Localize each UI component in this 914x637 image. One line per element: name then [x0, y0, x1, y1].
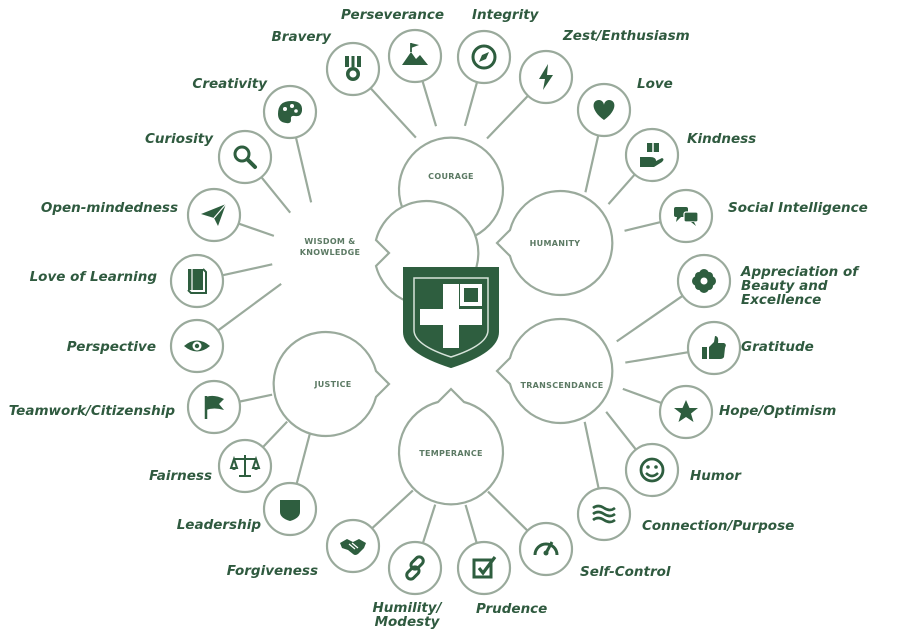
connector-gratitude [625, 351, 689, 364]
connector-teamwork [239, 393, 273, 403]
connector-kindness [607, 173, 636, 205]
connector-perseverance [421, 80, 438, 127]
label-openmind: Open-mindedness [40, 200, 178, 216]
label-fairness: Fairness [149, 468, 212, 484]
virtue-label-justice: JUSTICE [314, 380, 352, 389]
transcendance-circle [495, 317, 614, 425]
flower-icon [676, 253, 732, 309]
label-beauty: Appreciation of Beauty and Excellence [741, 264, 859, 308]
label-leadership: Leadership [176, 517, 261, 533]
center-shield-logo [403, 267, 499, 369]
label-connection: Connection/Purpose [642, 518, 795, 534]
medal-icon [325, 41, 381, 97]
label-kindness: Kindness [687, 131, 757, 147]
gauge-icon [518, 521, 574, 577]
paper-plane-icon [186, 187, 242, 243]
shield-icon [262, 481, 318, 537]
label-humility: Humility/ Modesty [372, 600, 442, 630]
palette-icon [262, 84, 318, 140]
label-bravery: Bravery [271, 29, 331, 45]
star-icon [658, 384, 714, 440]
handshake-icon [325, 518, 381, 574]
label-humor: Humor [690, 468, 741, 484]
connector-humor [605, 411, 637, 451]
connector-beauty [616, 294, 684, 343]
connector-curiosity [260, 176, 292, 214]
lightning-icon [518, 49, 574, 105]
connector-zest [486, 94, 529, 140]
temperance-circle [397, 387, 505, 506]
label-perspective: Perspective [66, 339, 156, 355]
label-forgiveness: Forgiveness [226, 563, 318, 579]
label-integrity: Integrity [472, 7, 539, 23]
connector-hope [622, 387, 662, 405]
connector-selfcontrol [487, 490, 529, 532]
connector-love [584, 135, 600, 193]
scales-icon [217, 438, 273, 494]
label-perseverance: Perseverance [341, 7, 445, 23]
connector-creativity [294, 137, 313, 203]
checkbox-icon [456, 540, 512, 596]
justice-circle [272, 330, 391, 438]
connector-connection [583, 421, 600, 489]
label-curiosity: Curiosity [145, 131, 213, 147]
connector-integrity [463, 81, 479, 127]
connector-social [624, 221, 661, 232]
connector-prudence [464, 504, 478, 544]
label-zest: Zest/Enthusiasm [563, 28, 690, 44]
virtue-circles [272, 136, 614, 506]
virtue-label-humanity: HUMANITY [529, 239, 581, 248]
virtue-label-transcendance: TRANSCENDANCE [520, 381, 604, 390]
gift-hand-icon [624, 127, 680, 183]
virtue-label-wisdom: WISDOM & KNOWLEDGE [299, 237, 361, 257]
connector-fairness [262, 420, 288, 448]
label-selfcontrol: Self-Control [580, 564, 671, 580]
book-icon [169, 253, 225, 309]
eye-icon [169, 318, 225, 374]
virtue-label-courage: COURAGE [428, 172, 474, 181]
humanity-circle [495, 189, 614, 297]
label-hope: Hope/Optimism [719, 403, 837, 419]
strength-icons [169, 28, 742, 596]
magnifier-icon [217, 129, 273, 185]
connector-forgiveness [371, 489, 414, 530]
heart-icon [576, 82, 632, 138]
flag-icon [186, 379, 242, 435]
label-learning: Love of Learning [29, 269, 157, 285]
connector-openmind [238, 222, 275, 237]
connector-humility [421, 504, 437, 544]
thumbs-up-icon [686, 320, 742, 376]
link-icon [387, 540, 443, 596]
connector-leadership [295, 433, 311, 485]
connector-learning [222, 263, 273, 277]
connector-perspective [217, 282, 282, 332]
label-prudence: Prudence [476, 601, 548, 617]
label-social: Social Intelligence [728, 200, 868, 216]
waves-icon [576, 486, 632, 542]
label-gratitude: Gratitude [741, 339, 814, 355]
smiley-icon [624, 442, 680, 498]
label-love: Love [637, 76, 673, 92]
mountain-flag-icon [387, 28, 443, 84]
label-teamwork: Teamwork/Citizenship [8, 403, 175, 419]
connector-bravery [369, 87, 417, 139]
connector-lines [217, 80, 689, 544]
chat-bubbles-icon [658, 188, 714, 244]
compass-icon [456, 29, 512, 85]
virtue-label-temperance: TEMPERANCE [419, 449, 483, 458]
label-creativity: Creativity [192, 76, 267, 92]
